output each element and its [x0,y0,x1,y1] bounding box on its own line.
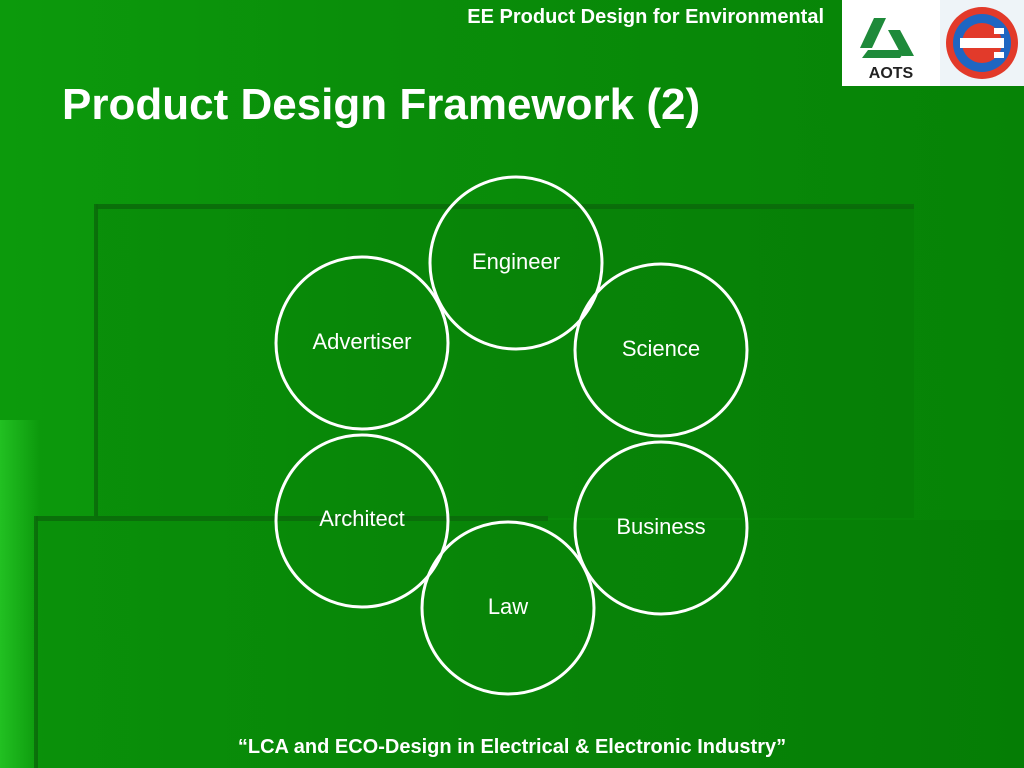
ee-logo [940,0,1024,86]
frame-line-left [94,204,98,516]
decorative-panel-upper [96,206,914,518]
node-circle [573,262,749,438]
node-label: Business [616,514,705,539]
course-title: EE Product Design for Environmental [467,6,824,28]
node-label: Law [488,594,528,619]
node-law: Law [420,520,596,696]
node-engineer: Engineer [428,175,604,351]
node-label: Advertiser [312,329,411,354]
node-circle [428,175,604,351]
aots-logo-text: AOTS [869,65,914,82]
node-architect: Architect [274,433,450,609]
ee-logo-icon [946,7,1018,79]
node-business: Business [573,440,749,616]
node-label: Architect [319,506,405,531]
aots-logo: AOTS [842,0,940,86]
node-circle [420,520,596,696]
decorative-panel-lower [36,520,1024,768]
page-title: Product Design Framework (2) [62,80,701,129]
node-label: Engineer [472,249,560,274]
frame-line-top [96,204,914,209]
left-glow-decoration [0,420,40,768]
frame-line-lower-left [34,516,38,768]
node-advertiser: Advertiser [274,255,450,431]
node-label: Science [622,336,700,361]
node-circle [274,433,450,609]
node-science: Science [573,262,749,438]
node-circle [573,440,749,616]
frame-line-middle [36,516,548,521]
footer-caption: “LCA and ECO-Design in Electrical & Elec… [237,736,787,758]
node-circle [274,255,450,431]
aots-logo-icon: AOTS [860,18,914,82]
